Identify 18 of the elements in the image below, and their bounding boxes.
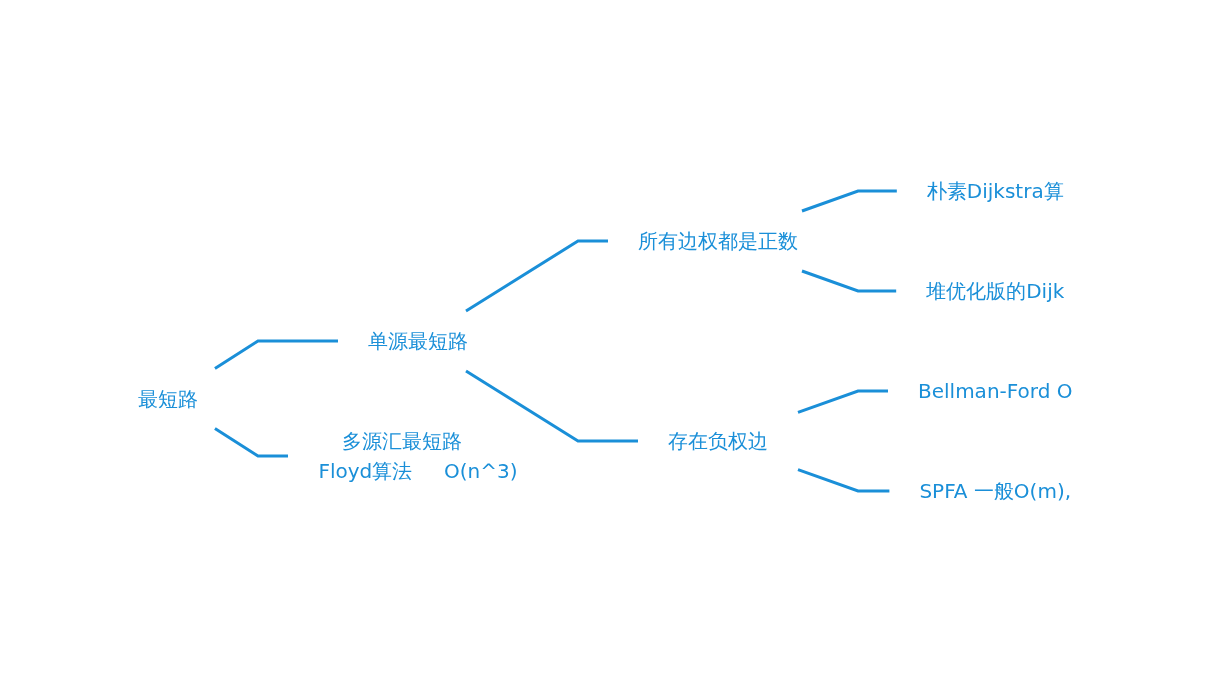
node-text: 堆优化版的Dijk xyxy=(926,279,1065,303)
connector xyxy=(465,369,639,443)
node-text: 最短路 xyxy=(138,386,199,411)
connector xyxy=(797,468,890,493)
connector xyxy=(801,269,897,293)
node-text: 多源汇最短路 xyxy=(342,429,463,453)
node-text: 存在负权边 xyxy=(668,429,769,453)
node-text: 所有边权都是正数 xyxy=(638,229,799,253)
node-text: Bellman-Ford O xyxy=(918,379,1073,403)
connector xyxy=(797,389,889,414)
connector xyxy=(465,239,609,313)
node-text: SPFA 一般O(m), xyxy=(919,479,1072,503)
connector xyxy=(801,189,898,213)
node-text: 朴素Dijkstra算 xyxy=(927,179,1064,203)
connector xyxy=(214,427,289,458)
connector xyxy=(214,339,339,370)
node-text: 单源最短路 xyxy=(368,329,469,353)
node-label: Floyd算法 O(n^3) xyxy=(318,459,518,483)
